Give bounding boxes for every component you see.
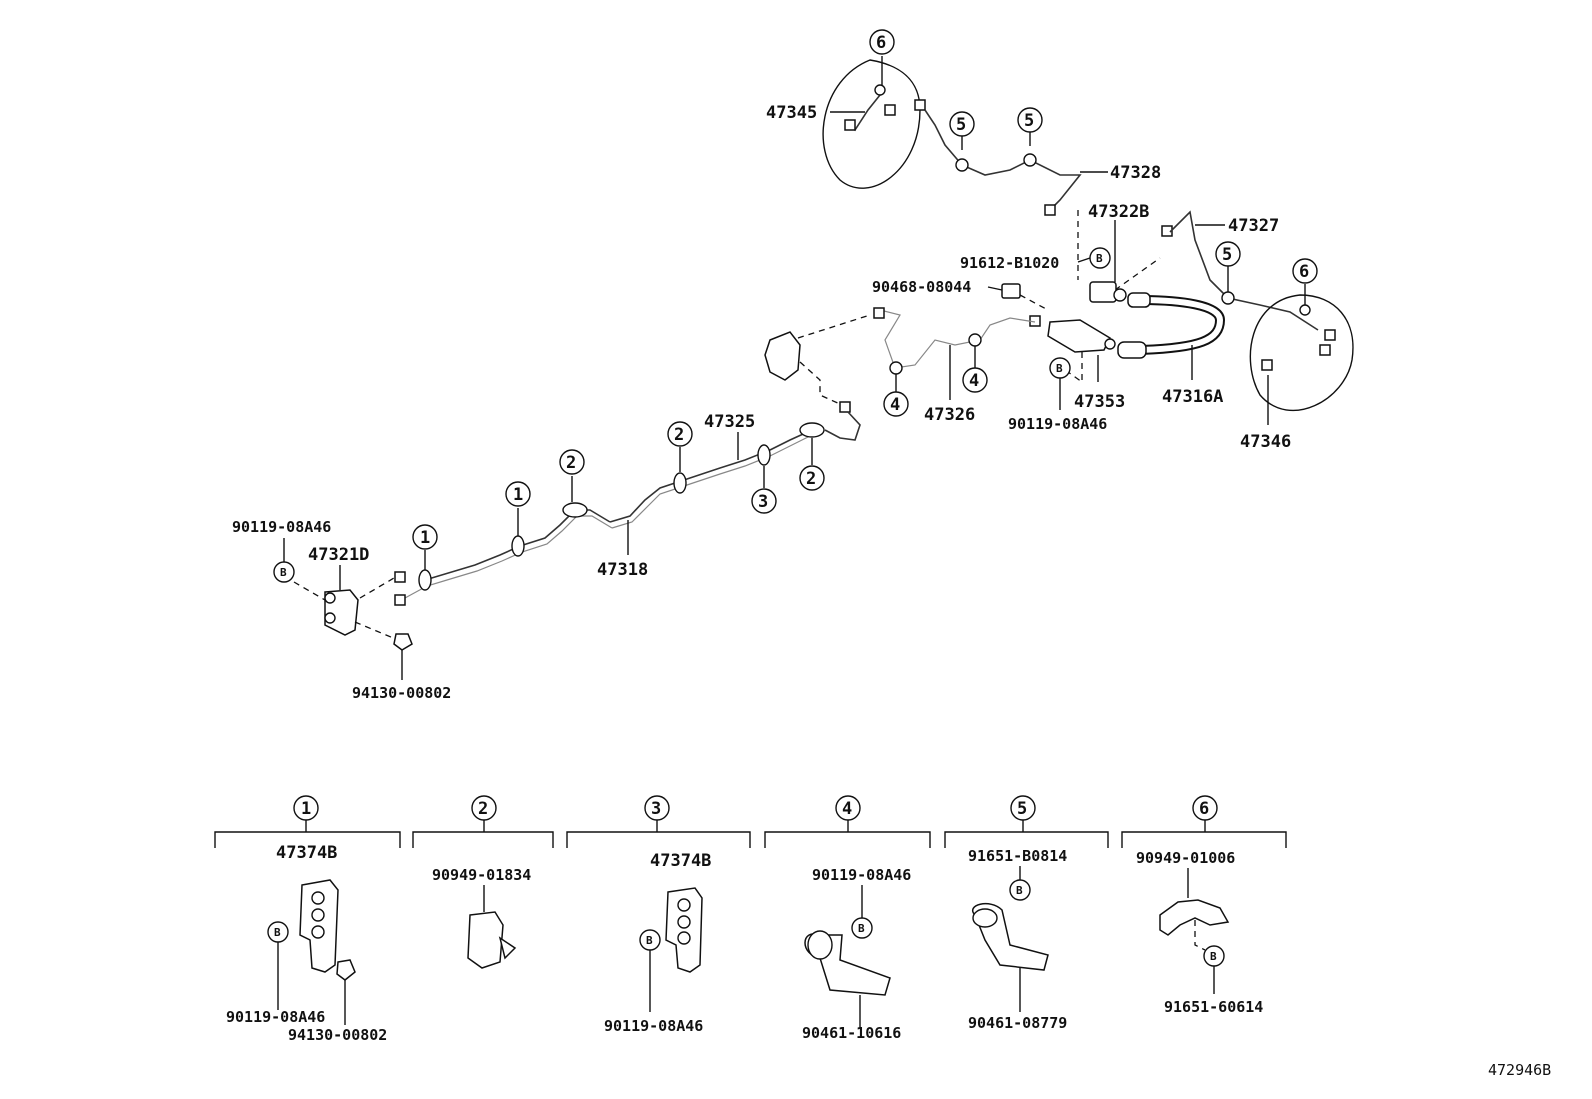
part-47316A: 47316A (1162, 387, 1223, 407)
group-6-number: 6 (1199, 799, 1209, 819)
group-3-number: 3 (651, 799, 661, 819)
group-5-clamp: 90461-08779 (968, 1014, 1067, 1032)
detail-group-4: 4 90119-08A46 B 90461-10616 (764, 795, 931, 1042)
detail-group-3: 3 47374B B 90119-08A46 (566, 795, 751, 1035)
group-2-number: 2 (478, 799, 488, 819)
bolt-B-marker: B (274, 926, 281, 939)
part-47322B: 47322B (1088, 202, 1149, 222)
detail-group-1: 1 47374B B 90119-08A46 94130-00802 (214, 795, 401, 1044)
clip-90468-08044: 90468-08044 (872, 278, 1049, 311)
callout-6-top-left: 6 (869, 29, 895, 85)
group-4-clamp: 90461-10616 (802, 1024, 901, 1042)
callout-6-label: 6 (876, 33, 886, 53)
detail-group-5: 5 91651-B0814 B 90461-08779 (944, 795, 1109, 1032)
figure-reference: 472946B (1488, 1061, 1551, 1079)
group-1-part: 47374B (276, 843, 337, 863)
part-90119-08A46-top: 90119-08A46 (1008, 415, 1107, 433)
part-47321D: 47321D (308, 545, 369, 565)
callout-3-a: 3 (758, 492, 768, 512)
group-2-part: 90949-01834 (432, 866, 531, 884)
part-47325: 47325 (704, 412, 755, 432)
flex-hose-47316A: 47316A (1117, 292, 1226, 407)
brake-line-47318: 47318 2 1 1 (394, 449, 648, 606)
callout-5-a: 5 (956, 115, 966, 135)
part-90119-08A46-left: 90119-08A46 (232, 518, 331, 536)
brake-line-47328: 5 5 47328 (924, 107, 1161, 216)
part-90468-08044: 90468-08044 (872, 278, 971, 296)
part-47353: 47353 (1074, 392, 1125, 412)
group-1-number: 1 (301, 799, 311, 819)
brake-line-47325: 47325 2 3 2 (609, 412, 825, 529)
brake-backing-plate-left (822, 59, 926, 189)
callout-2-c: 2 (806, 469, 816, 489)
group-5-number: 5 (1017, 799, 1027, 819)
bolt-B-marker: B (858, 922, 865, 935)
callout-5-b: 5 (1024, 111, 1034, 131)
part-94130-00802-left: 94130-00802 (352, 684, 451, 702)
part-47327: 47327 (1228, 216, 1279, 236)
bolt-B-marker: B (646, 934, 653, 947)
bolt-B-marker: B (1056, 362, 1063, 375)
callout-4-b: 4 (969, 371, 979, 391)
callout-6-right: 6 (1299, 262, 1309, 282)
callout-5-c: 5 (1222, 245, 1232, 265)
bolt-B-marker: B (1016, 884, 1023, 897)
callout-1-b: 1 (513, 485, 523, 505)
group-3-part: 47374B (650, 851, 711, 871)
callout-1-a: 1 (420, 528, 430, 548)
detail-group-6: 6 90949-01006 B 91651-60614 (1121, 795, 1287, 1016)
group-4-bolt: 90119-08A46 (812, 866, 911, 884)
label-47345: 47345 (766, 103, 865, 123)
junction-47322B: 47322B B 91612-B1020 (960, 202, 1161, 303)
brake-line-47326: 47326 4 4 (879, 309, 1041, 425)
brake-backing-plate-right: 6 47346 (1240, 258, 1354, 452)
brake-line-47327: 47327 5 (1161, 210, 1319, 331)
part-47326: 47326 (924, 405, 975, 425)
callout-4-a: 4 (890, 395, 900, 415)
part-47318: 47318 (597, 560, 648, 580)
bracket-47353: 47353 B 90119-08A46 (1008, 319, 1125, 433)
group-6-bolt: 91651-60614 (1164, 998, 1263, 1016)
part-91612-B1020: 91612-B1020 (960, 254, 1059, 272)
detail-group-2: 2 90949-01834 (412, 795, 554, 969)
bolt-B-marker: B (1210, 950, 1217, 963)
callout-2-b: 2 (674, 425, 684, 445)
group-5-bolt: 91651-B0814 (968, 847, 1067, 865)
bolt-B-marker: B (1096, 252, 1103, 265)
callout-2-a: 2 (566, 453, 576, 473)
group-3-bolt: 90119-08A46 (604, 1017, 703, 1035)
part-47345: 47345 (766, 103, 817, 123)
group-1-bolt: 90119-08A46 (226, 1008, 325, 1026)
group-4-number: 4 (842, 799, 852, 819)
part-47346: 47346 (1240, 432, 1291, 452)
bolt-B-marker: B (280, 566, 287, 579)
part-47328: 47328 (1110, 163, 1161, 183)
bracket-47321D: 47321D B 90119-08A46 94130-00802 (232, 518, 451, 702)
valve-assembly (764, 307, 885, 441)
group-6-clip: 90949-01006 (1136, 849, 1235, 867)
group-1-nut: 94130-00802 (288, 1026, 387, 1044)
